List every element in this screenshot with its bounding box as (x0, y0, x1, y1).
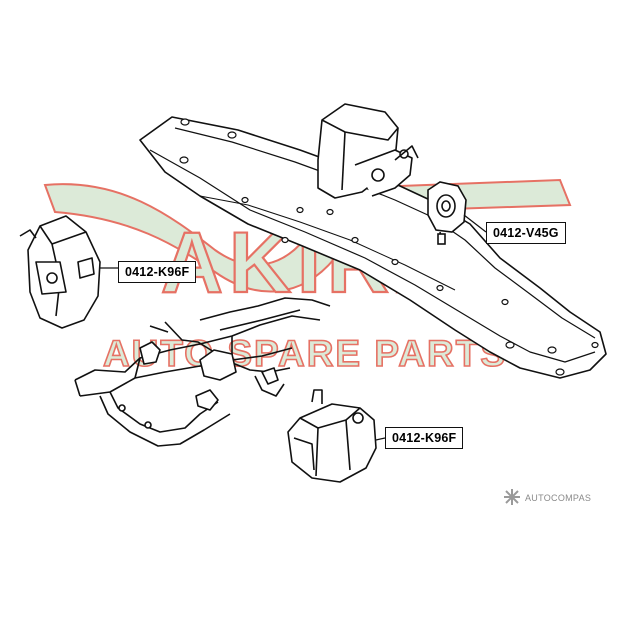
engine-mount-upper (317, 103, 419, 199)
engine-mount-k96f-left (19, 215, 101, 329)
leader-line-k96f-bottom (375, 437, 386, 441)
part-label-k96f-bottom: 0412-K96F (385, 427, 464, 449)
watermark-tagline: AUTO SPARE PARTS (103, 333, 507, 374)
part-label-k96f-top: 0412-K96F (118, 261, 197, 283)
leader-lines (100, 214, 487, 441)
star-logo-icon (504, 489, 520, 505)
subframe-lower (74, 297, 331, 447)
part-label-v45g: 0412-V45G (486, 222, 566, 244)
corner-brand-text: AUTOCOMPAS (525, 493, 591, 503)
engine-mount-k96f-bottom (287, 389, 377, 483)
leader-line-v45g (463, 214, 487, 233)
engine-mount-v45g (427, 181, 467, 245)
